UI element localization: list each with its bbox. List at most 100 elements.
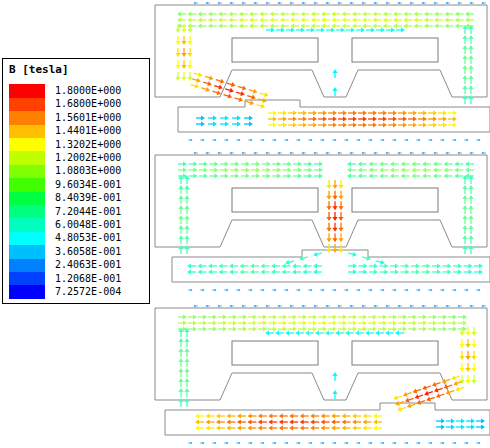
flux-arrow xyxy=(200,139,205,142)
arrow-head xyxy=(353,116,357,121)
flux-arrow xyxy=(218,320,227,325)
flux-arrow xyxy=(358,326,367,331)
arrow-head xyxy=(437,269,441,274)
arrow-head xyxy=(455,11,459,16)
flux-arrow xyxy=(433,161,442,166)
flux-arrow xyxy=(436,418,445,423)
flux-arrow xyxy=(321,425,330,430)
flux-arrow xyxy=(178,398,183,407)
flux-arrow xyxy=(326,2,331,5)
actuator-geometry xyxy=(155,155,490,282)
flux-arrow xyxy=(462,195,467,204)
flux-arrow xyxy=(318,110,327,115)
arrow-shaft xyxy=(279,3,283,4)
flux-arrow xyxy=(188,320,197,325)
flux-arrow xyxy=(238,326,247,331)
arrow-head xyxy=(434,17,438,22)
arrow-head xyxy=(313,320,317,325)
flux-arrow xyxy=(226,419,235,424)
arrow-head xyxy=(217,90,222,96)
flux-arrow xyxy=(368,326,377,331)
arrow-head xyxy=(427,263,431,268)
arrow-head xyxy=(178,205,183,209)
arrow-head xyxy=(254,2,256,5)
arrow-head xyxy=(184,328,189,332)
flux-arrow xyxy=(241,167,250,172)
arrow-head xyxy=(352,11,356,16)
arrow-head xyxy=(193,314,197,319)
flux-arrow xyxy=(352,11,361,16)
coil-window xyxy=(232,188,318,212)
flux-arrow xyxy=(455,11,464,16)
flux-arrow xyxy=(318,314,327,319)
arrow-head xyxy=(235,167,239,172)
arrow-head xyxy=(181,29,186,33)
arrow-head xyxy=(433,388,438,394)
arrow-head xyxy=(452,381,457,387)
flux-arrow xyxy=(356,27,365,32)
arrow-head xyxy=(352,23,356,28)
flux-arrow xyxy=(438,122,447,127)
flux-arrow xyxy=(368,320,377,325)
flux-arrow xyxy=(454,167,463,172)
arrow-head xyxy=(208,23,212,28)
flux-arrow xyxy=(258,320,267,325)
arrow-head xyxy=(263,320,267,325)
arrow-head xyxy=(468,45,473,49)
flux-arrow xyxy=(338,223,343,232)
flux-arrow xyxy=(256,102,266,110)
flux-arrow xyxy=(228,11,237,16)
flux-arrow xyxy=(238,314,247,319)
arrow-head xyxy=(275,330,279,335)
flux-arrow xyxy=(418,110,427,115)
arrow-head xyxy=(323,326,327,331)
arrow-head xyxy=(319,161,323,166)
arrow-head xyxy=(444,23,448,28)
flux-arrow xyxy=(321,23,330,28)
flux-arrow xyxy=(393,17,402,22)
arrow-shaft xyxy=(207,3,211,4)
arrow-head xyxy=(300,419,304,424)
flux-arrow xyxy=(465,363,470,372)
arrow-head xyxy=(351,27,355,32)
arrow-head xyxy=(253,314,257,319)
flux-arrow xyxy=(368,139,373,142)
arrow-head xyxy=(403,11,407,16)
arrow-head xyxy=(300,425,304,430)
arrow-head xyxy=(216,425,220,430)
arrow-head xyxy=(444,11,448,16)
arrow-head xyxy=(374,263,378,268)
arrow-head xyxy=(433,326,437,331)
arrow-head xyxy=(332,217,337,221)
flux-arrow xyxy=(199,161,208,166)
arrow-head xyxy=(253,320,257,325)
arrow-head xyxy=(206,419,210,424)
arrow-head xyxy=(279,419,283,424)
arrow-head xyxy=(401,173,405,178)
flux-arrow xyxy=(411,269,420,274)
flux-arrow xyxy=(363,413,372,418)
flux-arrow xyxy=(444,11,453,16)
arrow-head xyxy=(469,263,473,268)
arrow-head xyxy=(374,269,378,274)
arrow-head xyxy=(293,110,297,115)
arrow-shaft xyxy=(332,140,336,141)
arrow-head xyxy=(177,17,181,22)
flux-arrow xyxy=(338,212,343,221)
flux-arrow xyxy=(338,233,343,242)
arrow-head xyxy=(303,269,307,274)
arrow-head xyxy=(314,2,316,5)
arrow-head xyxy=(421,385,426,391)
arrow-head xyxy=(411,161,415,166)
arrow-head xyxy=(353,314,357,319)
flux-arrow xyxy=(338,326,347,331)
flux-arrow xyxy=(266,2,271,5)
flux-arrow xyxy=(258,326,267,331)
coil-window xyxy=(232,341,318,365)
arrow-head xyxy=(362,23,366,28)
arrow-head xyxy=(395,330,399,335)
flux-arrow xyxy=(358,122,367,127)
arrow-head xyxy=(181,53,186,57)
arrow-head xyxy=(321,425,325,430)
arrow-head xyxy=(261,269,265,274)
